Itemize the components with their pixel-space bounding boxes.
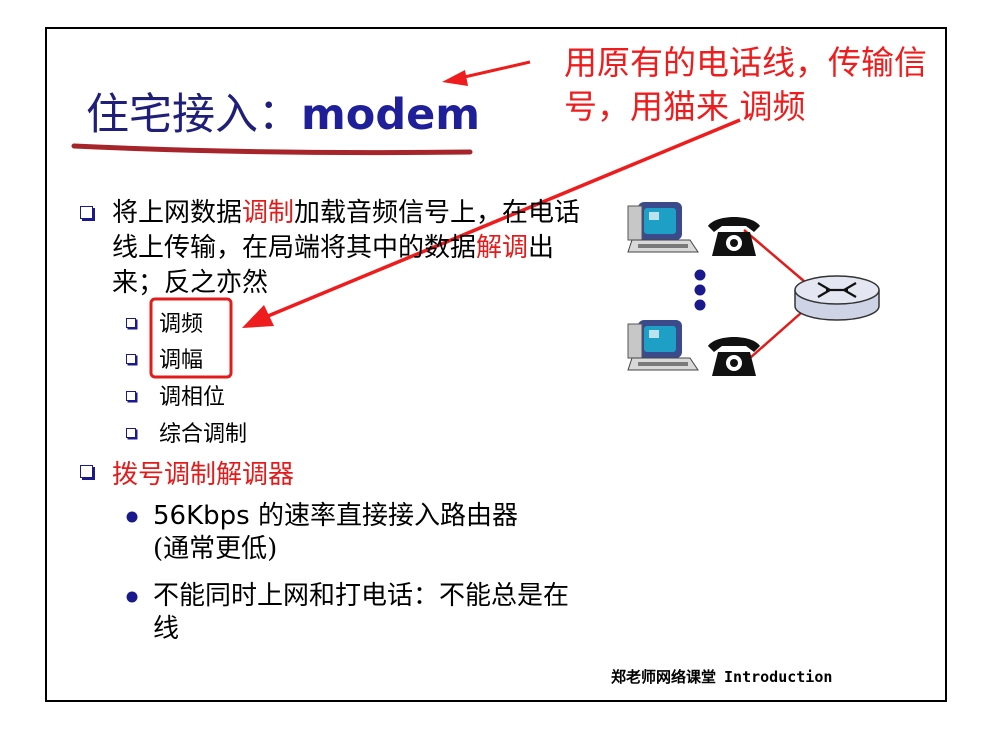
bullet-modulation: 将上网数据调制加载音频信号上，在电话线上传输，在局端将其中的数据解调出来；反之亦… (112, 196, 582, 301)
bullet-dialup-modem: 拨号调制解调器 (112, 460, 295, 490)
title-underline (71, 143, 473, 156)
square-bullet (80, 465, 93, 478)
square-bullet (126, 354, 136, 364)
footer-section: Introduction (724, 668, 833, 686)
square-bullet (80, 206, 93, 219)
slide-frame (45, 27, 947, 702)
footer: 郑老师网络课堂 Introduction (611, 666, 832, 687)
telephone-icon (708, 337, 760, 376)
title-chinese: 住宅接入： (86, 90, 301, 140)
computer-icon (627, 320, 699, 371)
phone-line-bottom (749, 304, 811, 359)
highlight-text: 调制 (242, 198, 295, 228)
annotation-arrow-subitems (242, 118, 741, 328)
footer-source: 郑老师网络课堂 (611, 668, 717, 686)
telephone-icon (708, 217, 760, 256)
round-bullet (126, 511, 138, 523)
ellipsis-dot (694, 269, 706, 281)
bullet-text: 加载音频信号上，在电话线上传输，在局端将其中的数据 (112, 198, 581, 263)
square-bullet (126, 428, 136, 438)
router-icon (794, 275, 880, 321)
square-bullet (126, 391, 136, 401)
annotation-arrow-title (442, 60, 531, 86)
ellipsis-dot (694, 299, 706, 311)
title-latin: modem (301, 90, 481, 140)
annotation-note: 用原有的电话线，传输信号，用猫来 调频 (564, 43, 927, 126)
highlight-text: 解调 (476, 233, 529, 263)
rate-speed: 56Kbps (153, 501, 250, 531)
highlight-box (149, 297, 233, 379)
sub-item: 调频 (159, 312, 204, 337)
computer-icon (627, 202, 699, 253)
bullet-rate: 56Kbps 的速率直接接入路由器 (通常更低) (153, 500, 593, 566)
bullet-text: 出来；反之亦然 (112, 233, 555, 298)
sub-item: 调幅 (159, 348, 204, 373)
square-bullet (126, 318, 136, 328)
page-title: 住宅接入：modem (86, 80, 480, 142)
sub-item: 调相位 (159, 385, 226, 410)
bullet-no-simultaneous: 不能同时上网和打电话：不能总是在线 (153, 581, 570, 644)
rate-text: 的速率直接接入路由器 (249, 501, 518, 531)
phone-line-top (743, 229, 806, 283)
sub-item: 综合调制 (159, 422, 248, 447)
round-bullet (126, 591, 138, 603)
ellipsis-dot (694, 284, 706, 296)
rate-note: (通常更低) (153, 534, 278, 564)
bullet-text: 将上网数据 (112, 198, 243, 228)
